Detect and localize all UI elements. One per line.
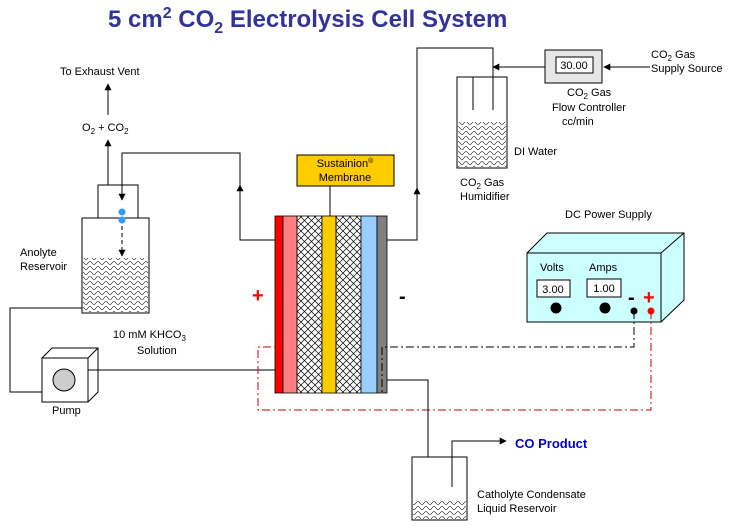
anolyte-reservoir-label: Reservoir (20, 261, 67, 273)
volts-readout: 3.00 (542, 284, 563, 296)
power-supply-title: DC Power Supply (565, 209, 652, 221)
anolyte-return-line (121, 152, 275, 241)
cathode-catalyst-layer (335, 215, 362, 394)
pump-inlet-line (9, 307, 82, 393)
cathode-gas-line (387, 47, 494, 241)
amps-knob[interactable] (599, 302, 611, 314)
cell-cathode-sign: - (399, 286, 406, 308)
anode-catalyst-layer (296, 215, 323, 394)
anolyte-liquid (83, 258, 148, 312)
amps-readout-box (586, 278, 622, 298)
exhaust-vent-label: To Exhaust Vent (60, 66, 140, 78)
pump-label: Pump (52, 405, 81, 417)
membrane-label: Membrane (319, 172, 372, 184)
co-product-label: CO Product (515, 436, 588, 451)
khco3-label: 10 mM KHCO3 (113, 329, 186, 343)
catholyte-reservoir-label: Liquid Reservoir (477, 503, 557, 515)
cathode-outlet-line (387, 379, 429, 480)
humidifier-water (458, 122, 506, 167)
khco3-label: Solution (137, 345, 177, 357)
flow-controller-label: Flow Controller (552, 102, 626, 114)
cathode-plate (376, 215, 388, 394)
gas-supply-label: Supply Source (651, 63, 723, 75)
negative-terminal-label: - (628, 287, 635, 309)
amps-readout: 1.00 (593, 283, 614, 295)
positive-terminal-label: + (643, 287, 655, 309)
catholyte-reservoir-label: Catholyte Condensate (477, 489, 586, 501)
flow-controller-label: CO2 Gas (567, 87, 612, 101)
gas-bubble (118, 216, 126, 224)
cell-anode-sign: + (252, 285, 264, 307)
negative-wire (381, 311, 635, 393)
membrane (321, 215, 337, 394)
anode-plate (274, 215, 284, 394)
volts-knob[interactable] (550, 302, 562, 314)
flow-readout: 30.00 (560, 60, 588, 72)
humidifier-label: CO2 Gas (460, 177, 505, 191)
amps-label: Amps (589, 262, 618, 274)
anode-gas-label: O2 + CO2 (82, 122, 129, 136)
power-supply-body (526, 232, 685, 323)
volts-label: Volts (540, 262, 564, 274)
membrane-label: Sustainion® (317, 157, 374, 170)
anode-gdl (282, 215, 298, 394)
pump-rotor (52, 368, 76, 392)
flow-readout-box (555, 56, 594, 74)
flow-controller-label: cc/min (562, 116, 594, 128)
page-title: 5 cm2 CO2 Electrolysis Cell System (108, 5, 507, 37)
membrane-label-box (296, 154, 395, 187)
volts-readout-box (536, 279, 571, 298)
positive-wire (257, 311, 652, 411)
gas-supply-label: CO2 Gas (651, 49, 696, 63)
humidifier-label: Humidifier (460, 191, 510, 203)
gas-bubble (118, 208, 126, 216)
cathode-gdl (360, 215, 378, 394)
anolyte-reservoir-label: Anolyte (20, 247, 57, 259)
di-water-label: DI Water (514, 146, 557, 158)
anolyte-reservoir-cap (97, 184, 139, 220)
catholyte-liquid (413, 500, 466, 519)
